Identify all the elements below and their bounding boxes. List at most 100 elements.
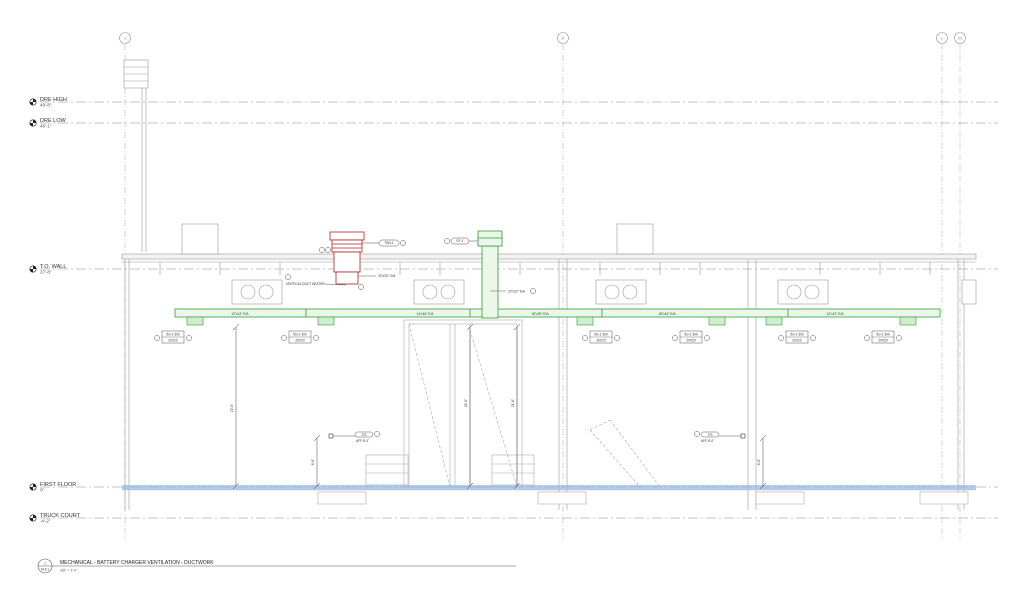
level-to-wall: T.O. WALL 27'-8" xyxy=(29,264,998,275)
diffuser-tag: 5G-1 300 20X20 xyxy=(582,330,620,344)
diffuser-tag-top: 5G-1 300 xyxy=(790,333,804,337)
grid-line-m: M xyxy=(954,32,966,540)
heater-tag: TBH-1 xyxy=(362,239,406,247)
keynote-bubble xyxy=(530,288,536,294)
thermostat: T/S AFF 8'-0" xyxy=(694,431,746,443)
dimension-line: 8'-6" xyxy=(757,434,767,490)
supply-grille xyxy=(899,316,917,326)
supply-grille xyxy=(317,316,335,326)
floor-curbs xyxy=(317,491,969,505)
level-name: TRUCK COURT xyxy=(40,513,81,519)
dimension-text: 22'-6" xyxy=(230,404,234,412)
dimension-line: 21'-6" xyxy=(511,323,521,490)
level-elev: 0" xyxy=(40,488,45,493)
level-truck-court: TRUCK COURT -4'-2" xyxy=(29,513,998,524)
level-elev: 49'-8" xyxy=(40,103,52,108)
guardrail xyxy=(491,454,535,486)
diffuser-tag: 5G-1 300 20X20 xyxy=(281,330,319,344)
duct-label: 12"x12" E/A xyxy=(827,312,845,316)
vertical-heater-label: VERTICAL DUCT HEATER xyxy=(286,282,325,286)
dimension-text: 8'-6" xyxy=(757,459,761,465)
dimension-line: 21'-6" xyxy=(464,323,474,490)
diffuser-tag-bottom: 20X20 xyxy=(168,339,177,343)
diffuser-tag-top: 5G-1 300 xyxy=(594,333,608,337)
grid-tag-k: K xyxy=(562,36,565,41)
heater-tag-text: TBH-1 xyxy=(384,241,393,245)
diffuser-tag-top: 5G-1 300 xyxy=(684,333,698,337)
level-name: T.O. WALL xyxy=(40,264,66,270)
duct-label: 12"x12" E/A xyxy=(232,312,250,316)
dimension-text: 8'-6" xyxy=(311,459,315,465)
keynote-bubble xyxy=(285,274,291,280)
level-dre-high: DRE HIGH 49'-8" xyxy=(29,97,998,108)
rooftop-unit xyxy=(181,223,219,255)
riser-label: 22"x22" E/A xyxy=(508,290,526,294)
thermostat-tag: T/S xyxy=(362,433,367,437)
duct-label: 18"x20" E/A xyxy=(532,312,550,316)
drawing-title-text: MECHANICAL - BATTERY CHARGER VENTILATION… xyxy=(60,560,214,566)
supply-grille xyxy=(576,316,594,326)
level-name: DRE LOW xyxy=(40,118,66,124)
dimension-text: 21'-6" xyxy=(511,399,515,407)
level-elev: 48'-1" xyxy=(40,124,52,129)
rooftop-unit xyxy=(616,223,654,255)
grid-tag-j: J xyxy=(124,36,126,41)
diffuser-tag-top: 5G-1 300 xyxy=(166,333,180,337)
guardrail xyxy=(365,454,409,486)
diffuser-tag-bottom: 20X20 xyxy=(295,339,304,343)
diffuser-tag-bottom: 20X20 xyxy=(792,339,801,343)
diffuser-tag-bottom: 20X20 xyxy=(686,339,695,343)
thermostat-elev: AFF 8'-0" xyxy=(701,439,714,443)
diffuser-tag: 5G-1 300 20X20 xyxy=(154,330,192,344)
supply-grille xyxy=(708,316,726,326)
diffuser-tag-top: 5G-1 300 xyxy=(293,333,307,337)
keynote-bubble xyxy=(325,247,331,253)
diffuser-tag: 5G-1 300 20X20 xyxy=(864,330,902,344)
roof-structure xyxy=(121,253,977,510)
sheet-number: M-5.1 xyxy=(41,568,49,572)
grid-tag-m: M xyxy=(958,36,961,41)
diffuser-tag-top: 5G-1 300 xyxy=(876,333,890,337)
dimension-line: 8'-6" xyxy=(311,434,321,490)
exhaust-stack xyxy=(123,59,149,252)
level-elev: -4'-2" xyxy=(40,519,51,524)
heater-duct-label: 20"x20" O/A xyxy=(378,274,396,278)
grid-tag-l: L xyxy=(941,36,944,41)
level-dre-low: DRE LOW 48'-1" xyxy=(29,118,998,129)
diffuser-tag: 5G-1 300 20X20 xyxy=(778,330,816,344)
supply-grille xyxy=(186,316,204,326)
thermostat: T/S AFF 8'-0" xyxy=(328,431,380,443)
battery-charger xyxy=(961,279,977,305)
dimension-text: 21'-6" xyxy=(464,399,468,407)
battery-charger xyxy=(777,279,829,305)
thermostat-elev: AFF 8'-0" xyxy=(356,439,369,443)
exhaust-fan-tag-text: EF-1 xyxy=(457,239,464,243)
drawing-number: 1 xyxy=(44,562,46,566)
dimension-line: 22'-6" xyxy=(230,323,240,490)
level-name: DRE HIGH xyxy=(40,97,67,103)
duct-label: 14"x16" E/A xyxy=(417,312,435,316)
battery-charger xyxy=(231,279,283,305)
drawing-title: 1 M-5.1 MECHANICAL - BATTERY CHARGER VEN… xyxy=(37,558,516,574)
keynote-bubble xyxy=(358,284,364,290)
diffuser-tag-bottom: 20X20 xyxy=(596,339,605,343)
stair-outline xyxy=(589,419,661,488)
ductwork xyxy=(174,230,941,319)
diffuser-tag-bottom: 20X20 xyxy=(878,339,887,343)
floor-slab xyxy=(122,485,976,491)
diffuser-tag: 5G-1 300 20X20 xyxy=(672,330,710,344)
vertical-duct-heater xyxy=(329,231,365,285)
grid-line-k: K xyxy=(557,32,569,540)
level-name: FIRST FLOOR xyxy=(40,482,76,488)
grid-line-l: L xyxy=(936,32,948,540)
thermostat-tag: T/S xyxy=(708,433,713,437)
exhaust-fan-tag: EF-1 xyxy=(444,237,478,245)
duct-label: 18"x16" E/A xyxy=(659,312,677,316)
drawing-scale: 3/8" = 1'-0" xyxy=(60,569,78,573)
level-elev: 27'-8" xyxy=(40,270,52,275)
battery-charger xyxy=(413,279,465,305)
supply-grille xyxy=(765,316,783,326)
battery-charger xyxy=(595,279,647,305)
door-frame xyxy=(403,319,523,488)
